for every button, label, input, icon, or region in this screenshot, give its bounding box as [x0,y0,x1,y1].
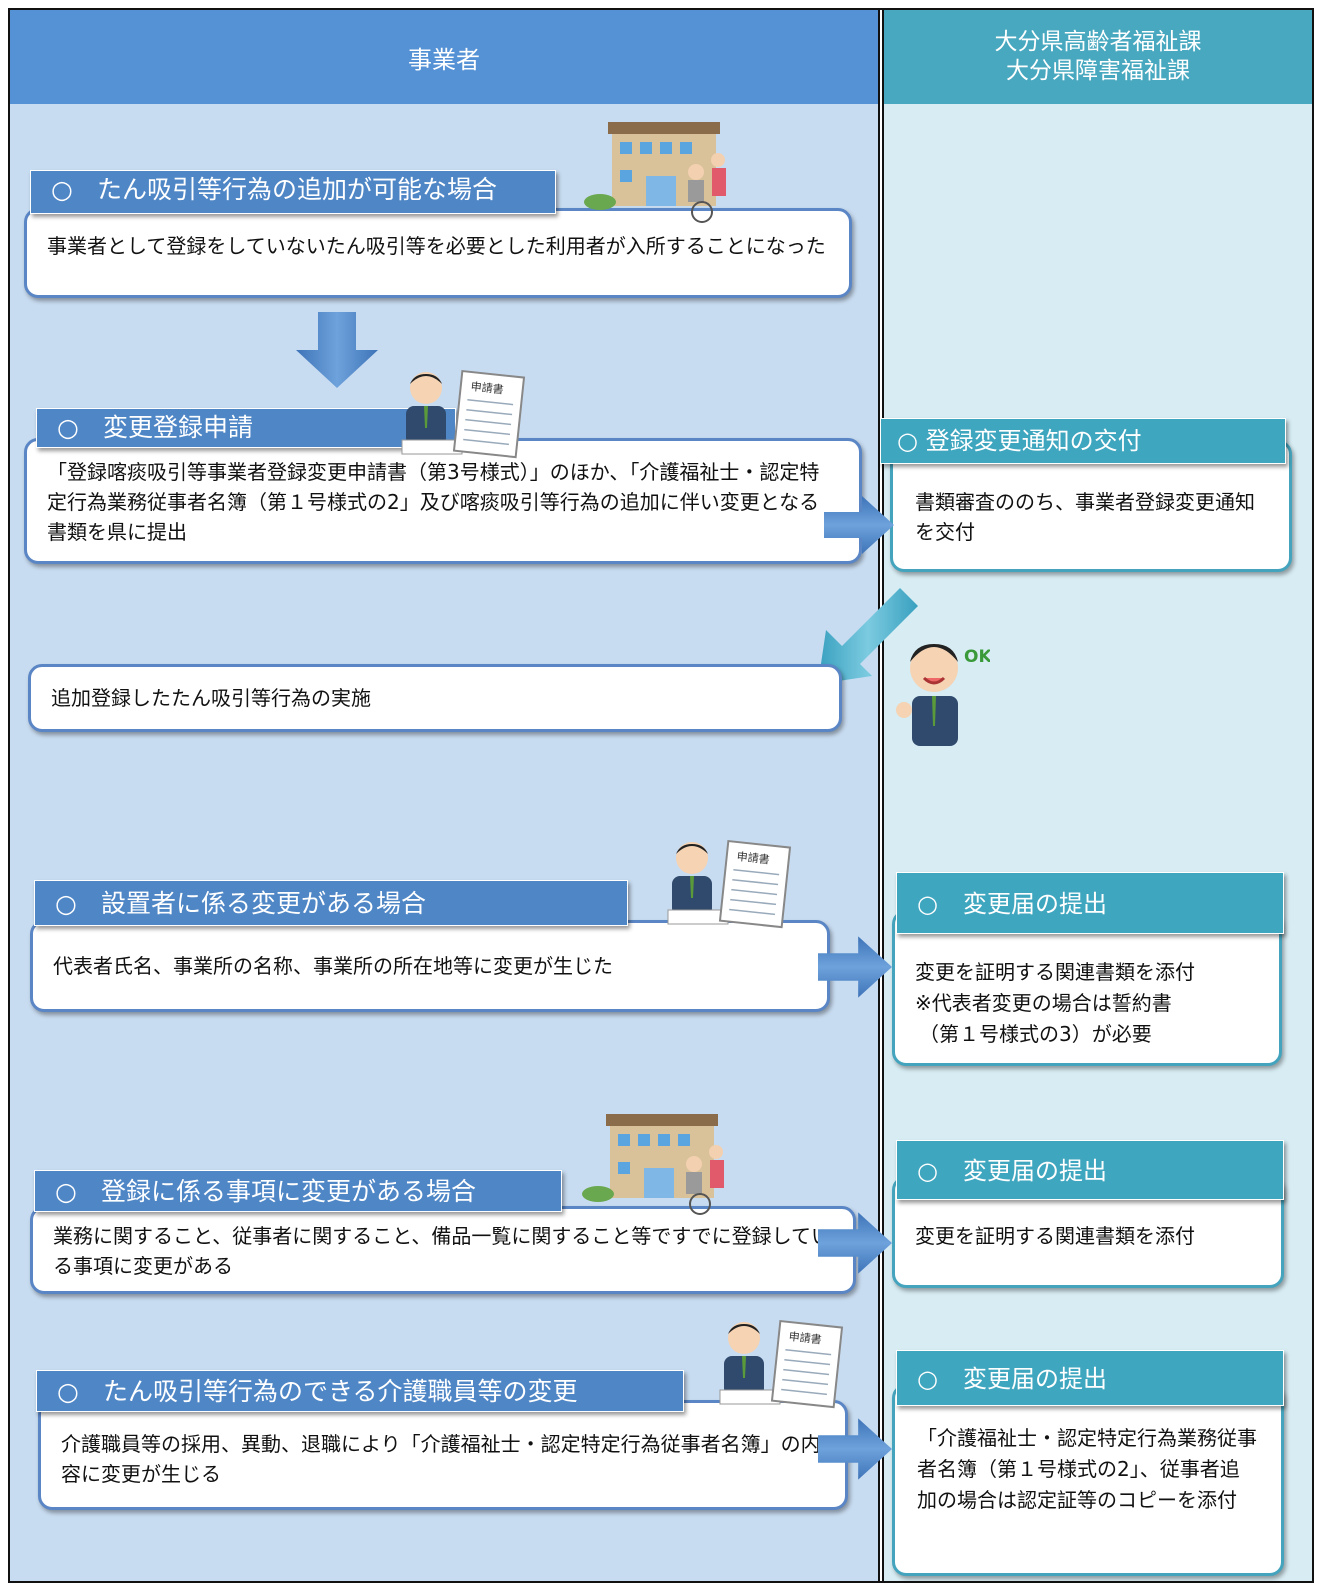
ok-staff-icon: OK! [896,644,990,746]
change-notice-3-text: 「介護福祉士・認定特定行為業務従事者名簿（第１号様式の2」、従事者追加の場合は認… [917,1426,1257,1512]
arrow-right-icon [824,496,894,554]
arrow-right-icon-3 [818,1212,892,1274]
section6-tab-label: たん吸引等行為のできる介護職員等の変更 [103,1377,578,1406]
section6-tab-marker: ○ [57,1377,79,1406]
change-notice-1-line2: ※代表者変更の場合は誓約書 [915,991,1172,1015]
right-lane-background [884,10,1312,1581]
section4-tab-label: 設置者に係る変更がある場合 [101,889,427,918]
change-notice-tab-2-label: 変更届の提出 [963,1157,1107,1185]
change-notice-tab-3-marker: ○ [917,1365,938,1393]
right-lane-title-line2: 大分県障害福祉課 [1006,58,1190,84]
section4-text-box: 代表者氏名、事業所の名称、事業所の所在地等に変更が生じた [30,920,830,1012]
section1-tab-label: たん吸引等行為の追加が可能な場合 [97,175,498,204]
section5-tab: ○ 登録に係る事項に変更がある場合 [34,1170,562,1212]
section3-text-box: 追加登録したたん吸引等行為の実施 [28,664,842,732]
change-notice-2-text: 変更を証明する関連書類を添付 [915,1224,1195,1248]
section3-text: 追加登録したたん吸引等行為の実施 [51,686,371,710]
change-notice-1-line3: （第１号様式の3）が必要 [919,1022,1152,1046]
change-notice-tab-2-marker: ○ [917,1157,938,1185]
left-lane-header: 事業者 [10,10,878,104]
section2-tab-label: 変更登録申請 [103,413,254,442]
change-notice-tab-1-label: 変更届の提出 [963,890,1107,918]
staff-with-form-icon-2: 申請書 [667,839,792,929]
change-notice-box-1: 変更を証明する関連書類を添付 ※代表者変更の場合は誓約書 （第１号様式の3）が必… [892,910,1282,1066]
section1-tab: ○ たん吸引等行為の追加が可能な場合 [30,170,556,214]
change-notice-tab-3-label: 変更届の提出 [963,1365,1107,1393]
staff-with-form-icon: 申請書 [401,369,526,459]
left-lane-title: 事業者 [408,45,480,74]
arrow-right-icon-4 [818,1418,892,1480]
section4-tab: ○ 設置者に係る変更がある場合 [34,880,628,926]
form-title-label: 申請書 [788,1329,822,1346]
section5-text-box: 業務に関すること、従事者に関すること、備品一覧に関すること等ですでに登録している… [30,1206,856,1294]
section1-text: 事業者として登録をしていないたん吸引等を必要とした利用者が入所することになった [47,234,826,258]
facility-building-icon [584,122,726,223]
section4-tab-marker: ○ [55,889,77,918]
section1-text-box: 事業者として登録をしていないたん吸引等を必要とした利用者が入所することになった [24,208,852,298]
change-notice-tab-3: ○ 変更届の提出 [896,1350,1284,1406]
change-notice-1-line1: 変更を証明する関連書類を添付 [915,960,1195,984]
section6-tab: ○ たん吸引等行為のできる介護職員等の変更 [36,1370,684,1412]
section2-tab: ○ 変更登録申請 [36,408,456,448]
change-notice-box-3: 「介護福祉士・認定特定行為業務従事者名簿（第１号様式の2」、従事者追加の場合は認… [892,1384,1284,1576]
change-notice-tab-1-marker: ○ [917,890,938,918]
section2-tab-marker: ○ [57,413,79,442]
facility-building-icon-2 [582,1114,724,1215]
outer-frame [8,8,1314,1583]
section5-tab-label: 登録に係る事項に変更がある場合 [101,1177,477,1206]
form-title-label: 申請書 [470,379,504,396]
lane-divider [878,10,884,1581]
section5-tab-marker: ○ [55,1177,77,1206]
staff-with-form-icon-3: 申請書 [719,1319,844,1409]
change-notice-tab-1: ○ 変更届の提出 [896,872,1284,934]
section2-text: 「登録喀痰吸引等事業者登録変更申請書（第3号様式）」のほか、「介護福祉士・認定特… [47,460,820,544]
registration-notice-tab: ○ 登録変更通知の交付 [880,418,1286,464]
registration-notice-tab-label: 登録変更通知の交付 [925,427,1142,455]
registration-notice-tab-marker: ○ [897,427,918,455]
ok-label: OK! [964,647,990,667]
section6-text: 介護職員等の採用、異動、退職により「介護福祉士・認定特定行為従事者名簿」の内容に… [61,1432,821,1486]
arrow-down-icon [296,312,378,388]
section4-text: 代表者氏名、事業所の名称、事業所の所在地等に変更が生じた [53,954,613,978]
form-title-label: 申請書 [736,849,770,866]
arrow-right-icon-2 [818,936,892,998]
section6-text-box: 介護職員等の採用、異動、退職により「介護福祉士・認定特定行為従事者名簿」の内容に… [38,1400,848,1510]
right-lane-title-line1: 大分県高齢者福祉課 [994,29,1202,55]
section5-text: 業務に関すること、従事者に関すること、備品一覧に関すること等ですでに登録している… [53,1224,831,1278]
registration-notice-text: 書類審査ののち、事業者登録変更通知を交付 [915,490,1255,544]
section1-tab-marker: ○ [51,175,73,204]
section2-text-box: 「登録喀痰吸引等事業者登録変更申請書（第3号様式）」のほか、「介護福祉士・認定特… [24,438,862,564]
change-notice-tab-2: ○ 変更届の提出 [896,1140,1284,1200]
right-lane-header: 大分県高齢者福祉課 大分県障害福祉課 [884,10,1312,104]
arrow-diagonal-icon [818,588,918,684]
